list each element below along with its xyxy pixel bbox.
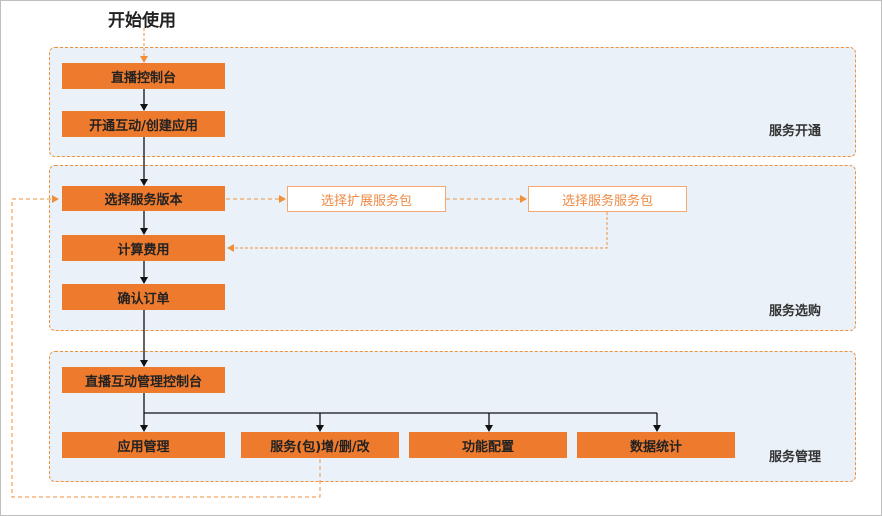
step-choose-extension: 选择扩展服务包 [287,186,446,212]
step-interaction-console: 直播互动管理控制台 [62,367,225,393]
step-calculate-cost: 计算费用 [62,235,225,261]
step-feature-config: 功能配置 [409,432,567,458]
connector-dashed-loop [11,195,321,498]
group-label-activation: 服务开通 [769,124,822,139]
step-choose-service-pack: 选择服务服务包 [528,186,687,212]
step-app-management: 应用管理 [62,432,225,458]
connector-dashed-cost [227,212,608,252]
group-label-management: 服务管理 [769,450,822,465]
step-pack-crud: 服务(包)增/删/改 [241,432,399,458]
step-data-stats: 数据统计 [577,432,735,458]
step-confirm-order: 确认订单 [62,284,225,310]
step-enable-interaction: 开通互动/创建应用 [62,111,225,137]
step-live-console: 直播控制台 [62,63,225,89]
group-label-purchase: 服务选购 [769,304,822,319]
start-label: 开始使用 [108,11,176,31]
step-choose-version: 选择服务版本 [62,186,225,211]
